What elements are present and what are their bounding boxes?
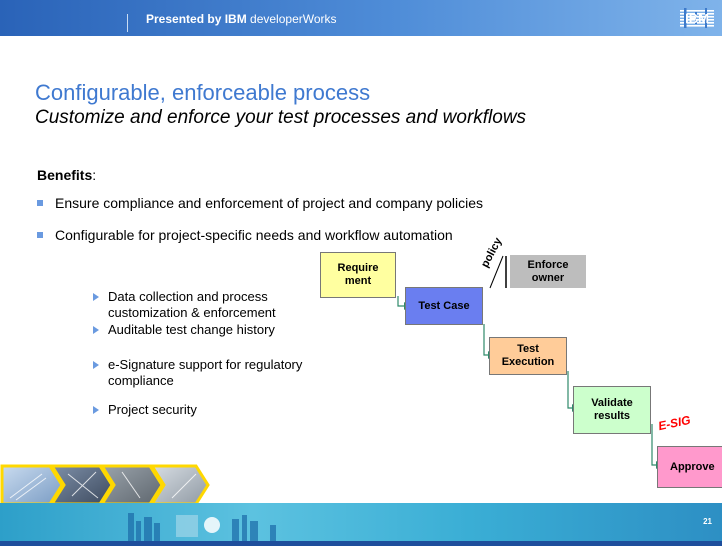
- test-execution-box: Test Execution: [489, 337, 567, 375]
- triangle-bullet-icon: [93, 293, 99, 301]
- header-separator: [127, 14, 128, 32]
- approve-box: Approve: [657, 446, 722, 488]
- page-number: 21: [703, 517, 712, 526]
- presented-by-text: Presented by IBM developerWorks: [146, 12, 337, 26]
- sub-bullet-security: Project security: [93, 402, 313, 418]
- ibm-logo: IBM: [680, 8, 714, 28]
- chevron-image-1: [0, 464, 64, 506]
- enforce-owner-box: Enforce owner: [510, 255, 586, 288]
- requirement-box: Require ment: [320, 252, 396, 298]
- sub-bullet-data-collection: Data collection and process customizatio…: [93, 289, 313, 321]
- slide-title: Configurable, enforceable process: [35, 80, 371, 105]
- bullet-square-icon: [37, 232, 43, 238]
- validate-results-box: Validate results: [573, 386, 651, 434]
- benefits-heading: Benefits:: [37, 167, 97, 183]
- triangle-bullet-icon: [93, 326, 99, 334]
- test-case-box: Test Case: [405, 287, 483, 325]
- footer-line: [0, 541, 722, 546]
- sub-bullet-auditable: Auditable test change history: [93, 322, 338, 338]
- footer-band: 21: [0, 503, 722, 541]
- slide-subtitle: Customize and enforce your test processe…: [35, 107, 527, 128]
- triangle-bullet-icon: [93, 406, 99, 414]
- footer-decoration: [128, 513, 276, 541]
- triangle-bullet-icon: [93, 361, 99, 369]
- chevron-image-strip: [0, 464, 210, 506]
- sub-bullet-esignature: e-Signature support for regulatory compl…: [93, 357, 313, 389]
- bullet-square-icon: [37, 200, 43, 206]
- connector-req-to-testcase: [397, 296, 406, 307]
- svg-text:IBM: IBM: [685, 11, 709, 26]
- header-bar: Presented by IBM developerWorks IBM: [0, 0, 722, 36]
- policy-gate-line: [489, 255, 504, 289]
